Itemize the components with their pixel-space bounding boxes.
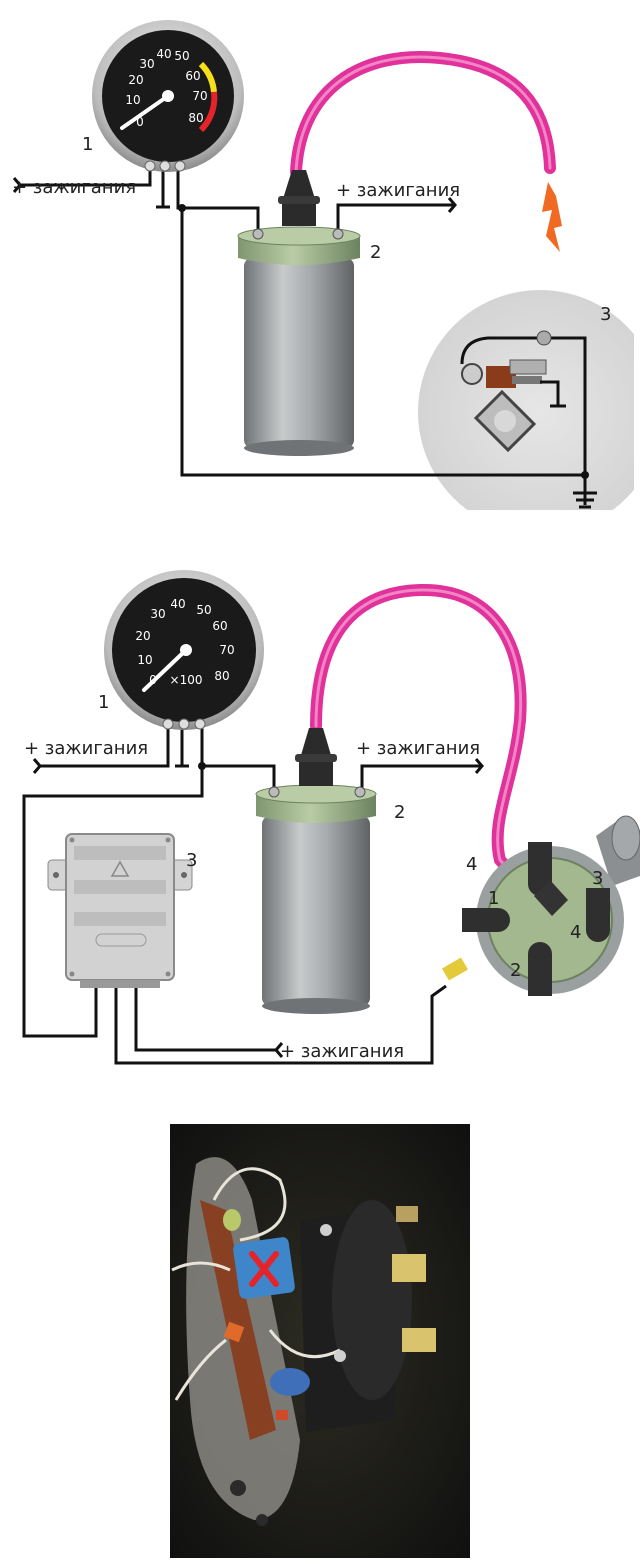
label-distributor-2: 4 [466,854,477,875]
label-coil-2: 2 [394,802,405,823]
distributor: 1 2 3 4 [441,815,640,996]
tacho-tick-70: 70 [192,89,207,103]
tacho2-unit: ×100 [170,673,203,687]
tacho-needle [120,94,170,130]
tacho2-tick-70: 70 [219,643,234,657]
label-tachometer: 1 [82,134,93,155]
ign-label-bottom-2: + зажигания [280,1041,404,1062]
tacho-tick-40: 40 [156,47,171,61]
tacho2-tick-80: 80 [214,669,229,683]
cap-label-2: 2 [510,960,521,981]
diagram-contactless-ignition: 0 10 20 30 40 50 60 70 80 ×100 [22,570,640,1065]
ign-label-right: + зажигания [336,180,460,201]
ignition-coil [237,170,361,456]
tacho2-needle [142,648,188,692]
switch-module [47,833,193,988]
tacho2-tick-50: 50 [196,603,211,617]
tachometer-2: 0 10 20 30 40 50 60 70 80 ×100 [104,570,264,730]
ign-label-right-2: + зажигания [356,738,480,759]
tacho2-tick-10: 10 [137,653,152,667]
ign-label-left-2: + зажигания [24,738,148,759]
wiring [12,168,597,509]
switch-internals-photo [170,1124,470,1558]
breaker-background [418,290,640,534]
tacho-tick-10: 10 [125,93,140,107]
wiring-2 [22,728,484,1065]
tacho-tick-30: 30 [139,57,154,71]
cap-label-3: 3 [592,868,603,889]
diagram-contact-ignition: 0 10 20 30 40 50 60 70 80 [12,20,640,550]
cross-mark-icon [249,1251,279,1287]
breaker-contacts [460,330,566,453]
cap-label-4: 4 [570,922,581,943]
hv-wire [290,51,556,178]
label-tachometer-2: 1 [98,692,109,713]
label-switch-2: 3 [186,850,197,871]
cap-label-1: 1 [488,888,499,909]
tachometer: 0 10 20 30 40 50 60 70 80 [92,20,244,172]
spark-icon [542,182,562,252]
ignition-coil-2 [255,728,377,1014]
tacho2-tick-30: 30 [150,607,165,621]
tacho-tick-20: 20 [128,73,143,87]
tacho-tick-80: 80 [188,111,203,125]
label-coil: 2 [370,242,381,263]
tacho-tick-60: 60 [185,69,200,83]
warning-triangle-icon [110,860,130,877]
tacho2-tick-40: 40 [170,597,185,611]
ign-label-left: + зажигания [12,177,136,198]
tacho2-tick-60: 60 [212,619,227,633]
tacho-tick-50: 50 [174,49,189,63]
label-breaker: 3 [600,304,611,325]
tacho2-tick-20: 20 [135,629,150,643]
tacho-tick-0: 0 [136,115,144,129]
